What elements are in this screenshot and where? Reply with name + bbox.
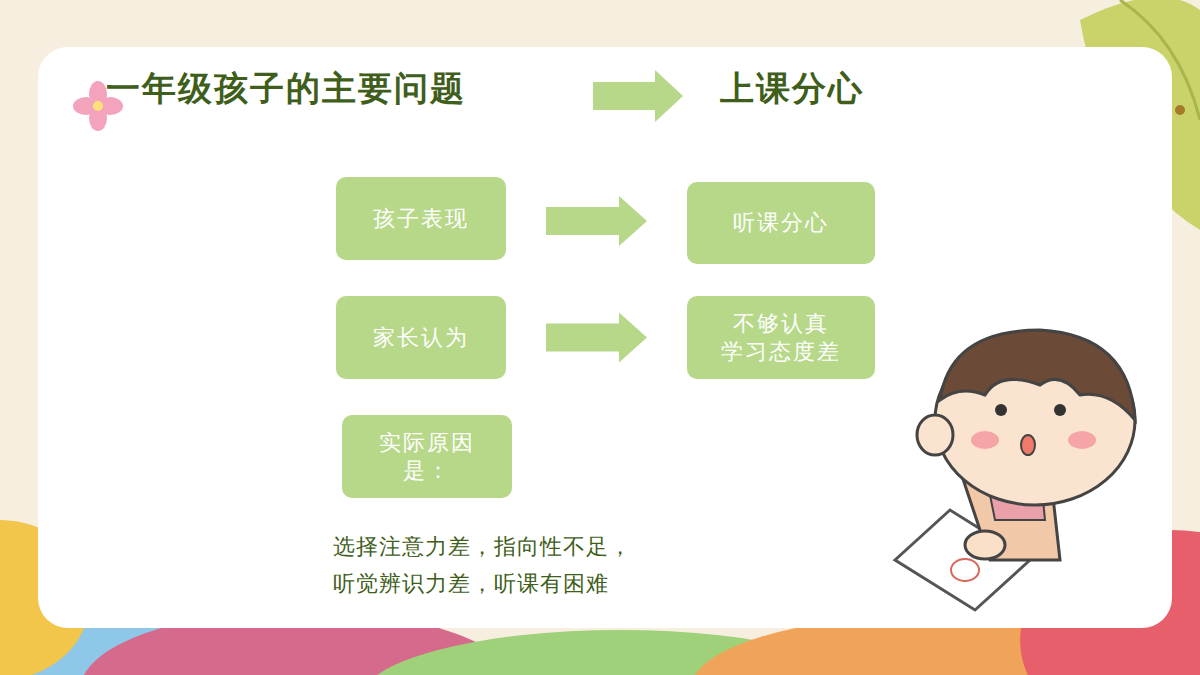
process-box: 孩子表现 — [336, 177, 506, 260]
cartoon-boy — [895, 330, 1135, 610]
process-box: 家长认为 — [336, 296, 506, 379]
note-text: 选择注意力差，指向性不足， 听觉辨识力差，听课有困难 — [333, 528, 663, 603]
box-label: 实际原因 是： — [372, 429, 482, 484]
process-box: 实际原因 是： — [342, 415, 512, 498]
box-label: 孩子表现 — [373, 205, 469, 233]
box-label: 不够认真 学习态度差 — [716, 310, 846, 365]
dot — [1175, 105, 1185, 115]
block-arrow — [546, 196, 647, 246]
process-box: 不够认真 学习态度差 — [687, 296, 875, 379]
box-label: 家长认为 — [373, 324, 469, 352]
panel — [38, 47, 1172, 628]
block-arrow — [546, 313, 647, 363]
result-label: 上课分心 — [720, 66, 864, 112]
block-arrow — [593, 70, 683, 122]
title: 一年级孩子的主要问题 — [106, 66, 466, 112]
box-label: 听课分心 — [733, 209, 829, 237]
process-box: 听课分心 — [687, 182, 875, 264]
